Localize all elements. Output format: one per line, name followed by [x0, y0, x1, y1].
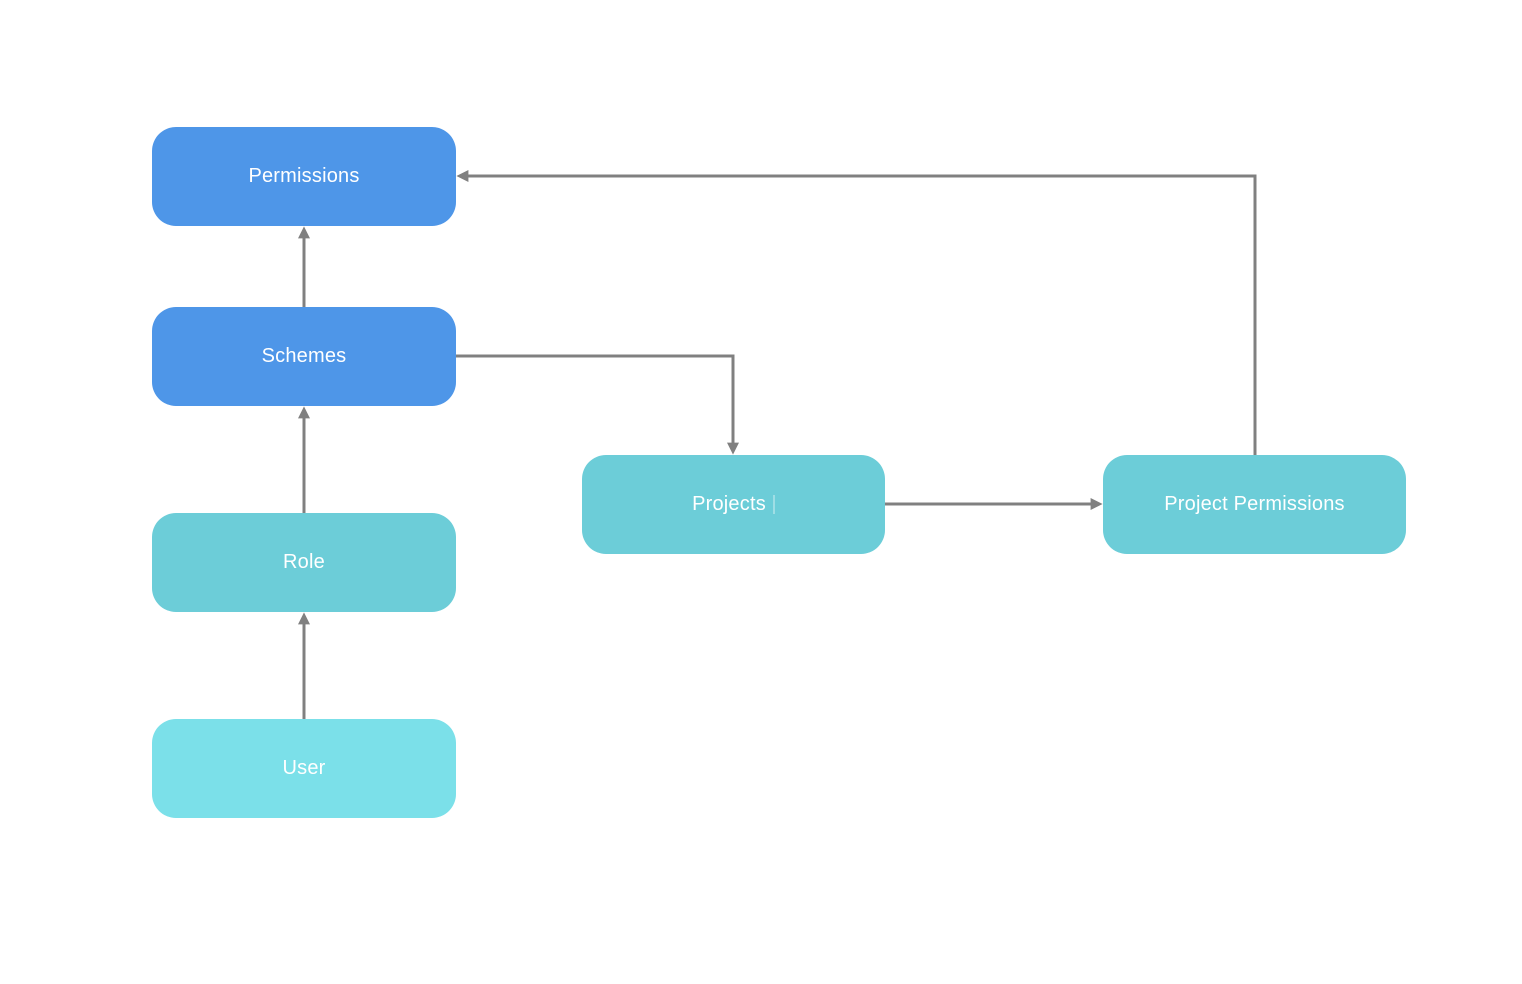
node-project-permissions[interactable]: Project Permissions: [1103, 455, 1406, 554]
node-permissions[interactable]: Permissions: [152, 127, 456, 226]
node-schemes[interactable]: Schemes: [152, 307, 456, 406]
node-role-label: Role: [283, 551, 325, 573]
node-projects[interactable]: Projects: [582, 455, 885, 554]
node-schemes-label: Schemes: [261, 345, 347, 367]
connector-schemes-projects[interactable]: [456, 354, 739, 455]
connector-project-permissions-permissions[interactable]: [456, 170, 1257, 455]
node-user[interactable]: User: [152, 719, 456, 818]
node-user-label: User: [282, 757, 326, 779]
node-projects-label: Projects: [692, 493, 766, 515]
node-role[interactable]: Role: [152, 513, 456, 612]
text-cursor: [772, 495, 775, 514]
node-permissions-label: Permissions: [248, 165, 360, 187]
node-project-permissions-label: Project Permissions: [1164, 493, 1345, 515]
